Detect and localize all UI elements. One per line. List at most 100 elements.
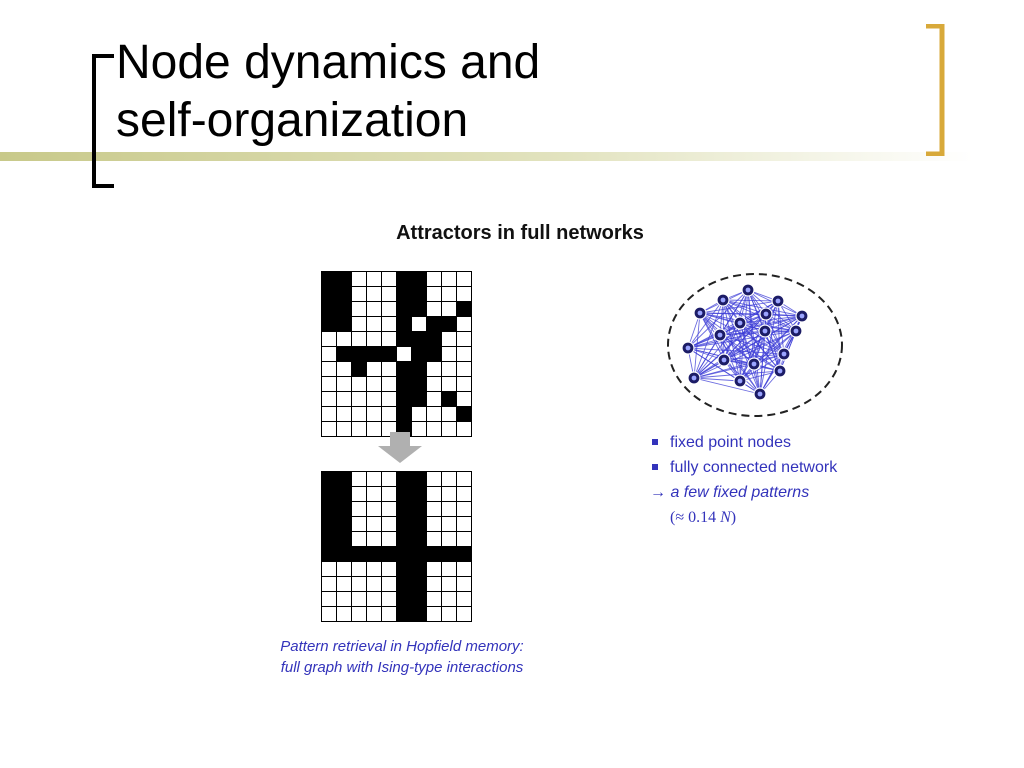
square-bullet-icon [652,439,658,445]
grid-cell-black [397,592,412,607]
grid-cell-white [322,392,337,407]
grid-cell-black [412,532,427,547]
network-edge [693,322,741,379]
grid-cell-white [457,377,472,392]
grid-cell-black [412,607,427,622]
feature-item: fully connected network [650,455,837,480]
grid-cell-white [367,377,382,392]
grid-cell-black [337,487,352,502]
grid-cell-black [337,287,352,302]
grid-cell-white [367,287,382,302]
grid-cell-white [337,562,352,577]
grid-cell-white [457,487,472,502]
grid-cell-black [337,272,352,287]
grid-cell-white [352,487,367,502]
grid-cell-white [442,487,457,502]
grid-cell-black [322,547,337,562]
grid-cell-black [397,502,412,517]
grid-cell-white [382,607,397,622]
grid-cell-white [397,347,412,362]
grid-cell-black [412,302,427,317]
grid-cell-white [367,272,382,287]
grid-cell-white [352,562,367,577]
grid-cell-white [457,332,472,347]
grid-cell-white [322,347,337,362]
caption-line-2: full graph with Ising-type interactions [280,659,524,676]
grid-cell-white [367,392,382,407]
grid-cell-white [322,592,337,607]
network-edge [739,313,767,382]
network-edge [739,370,781,382]
grid-cell-black [337,317,352,332]
grid-cell-black [442,547,457,562]
grid-cell-black [322,487,337,502]
grid-cell-white [457,577,472,592]
network-edge [693,312,701,379]
grid-cell-white [352,577,367,592]
network-boundary [667,273,843,417]
network-edge [722,299,779,302]
network-node-core [685,345,691,351]
grid-cell-white [427,362,442,377]
grid-cell-black [412,562,427,577]
grid-cell-black [322,287,337,302]
grid-cell-white [367,592,382,607]
network-edge [722,299,797,332]
grid-cell-white [427,517,442,532]
grid-cell-white [427,302,442,317]
grid-cell-white [427,577,442,592]
grid-cell-black [397,487,412,502]
grid-cell-black [322,502,337,517]
grid-cell-white [382,592,397,607]
grid-cell-white [382,287,397,302]
capacity-close: ) [730,509,737,526]
grid-cell-white [457,517,472,532]
grid-cell-black [457,407,472,422]
grid-cell-black [397,377,412,392]
grid-cell-white [442,532,457,547]
down-arrow-icon [378,432,422,463]
grid-cell-white [382,317,397,332]
grid-cell-black [427,347,442,362]
grid-cell-white [382,502,397,517]
grid-cell-white [442,362,457,377]
feature-list: fixed point nodes fully connected networ… [650,430,837,480]
network-node-core [737,378,743,384]
grid-cell-white [442,592,457,607]
network-node-core [763,311,769,317]
network-node-core [737,320,743,326]
grid-cell-white [382,517,397,532]
capacity-note: (≈ 0.14 N) [670,505,736,530]
capacity-open: (≈ 0.14 [670,509,721,526]
grid-cell-black [412,577,427,592]
feature-text: fully connected network [670,459,838,476]
grid-cell-white [352,272,367,287]
network-edge [693,330,766,379]
grid-cell-white [322,377,337,392]
grid-cell-black [337,302,352,317]
grid-cell-white [352,317,367,332]
network-node-core [781,351,787,357]
capacity-variable: N [720,509,731,526]
grid-cell-white [322,577,337,592]
grid-cell-white [352,517,367,532]
grid-cell-white [367,502,382,517]
grid-cell-white [442,607,457,622]
grid-cell-white [442,502,457,517]
grid-cell-white [427,472,442,487]
grid-cell-white [322,362,337,377]
grid-cell-black [322,317,337,332]
grid-cell-black [397,302,412,317]
grid-cell-white [352,607,367,622]
grid-cell-black [412,377,427,392]
grid-cell-white [322,422,337,437]
grid-cell-white [427,407,442,422]
grid-cell-black [337,532,352,547]
grid-cell-white [382,392,397,407]
grid-cell-white [337,607,352,622]
grid-cell-white [367,362,382,377]
network-edge [759,330,766,395]
network-edge [693,363,755,379]
grid-cell-white [457,532,472,547]
network-edge [722,299,803,317]
